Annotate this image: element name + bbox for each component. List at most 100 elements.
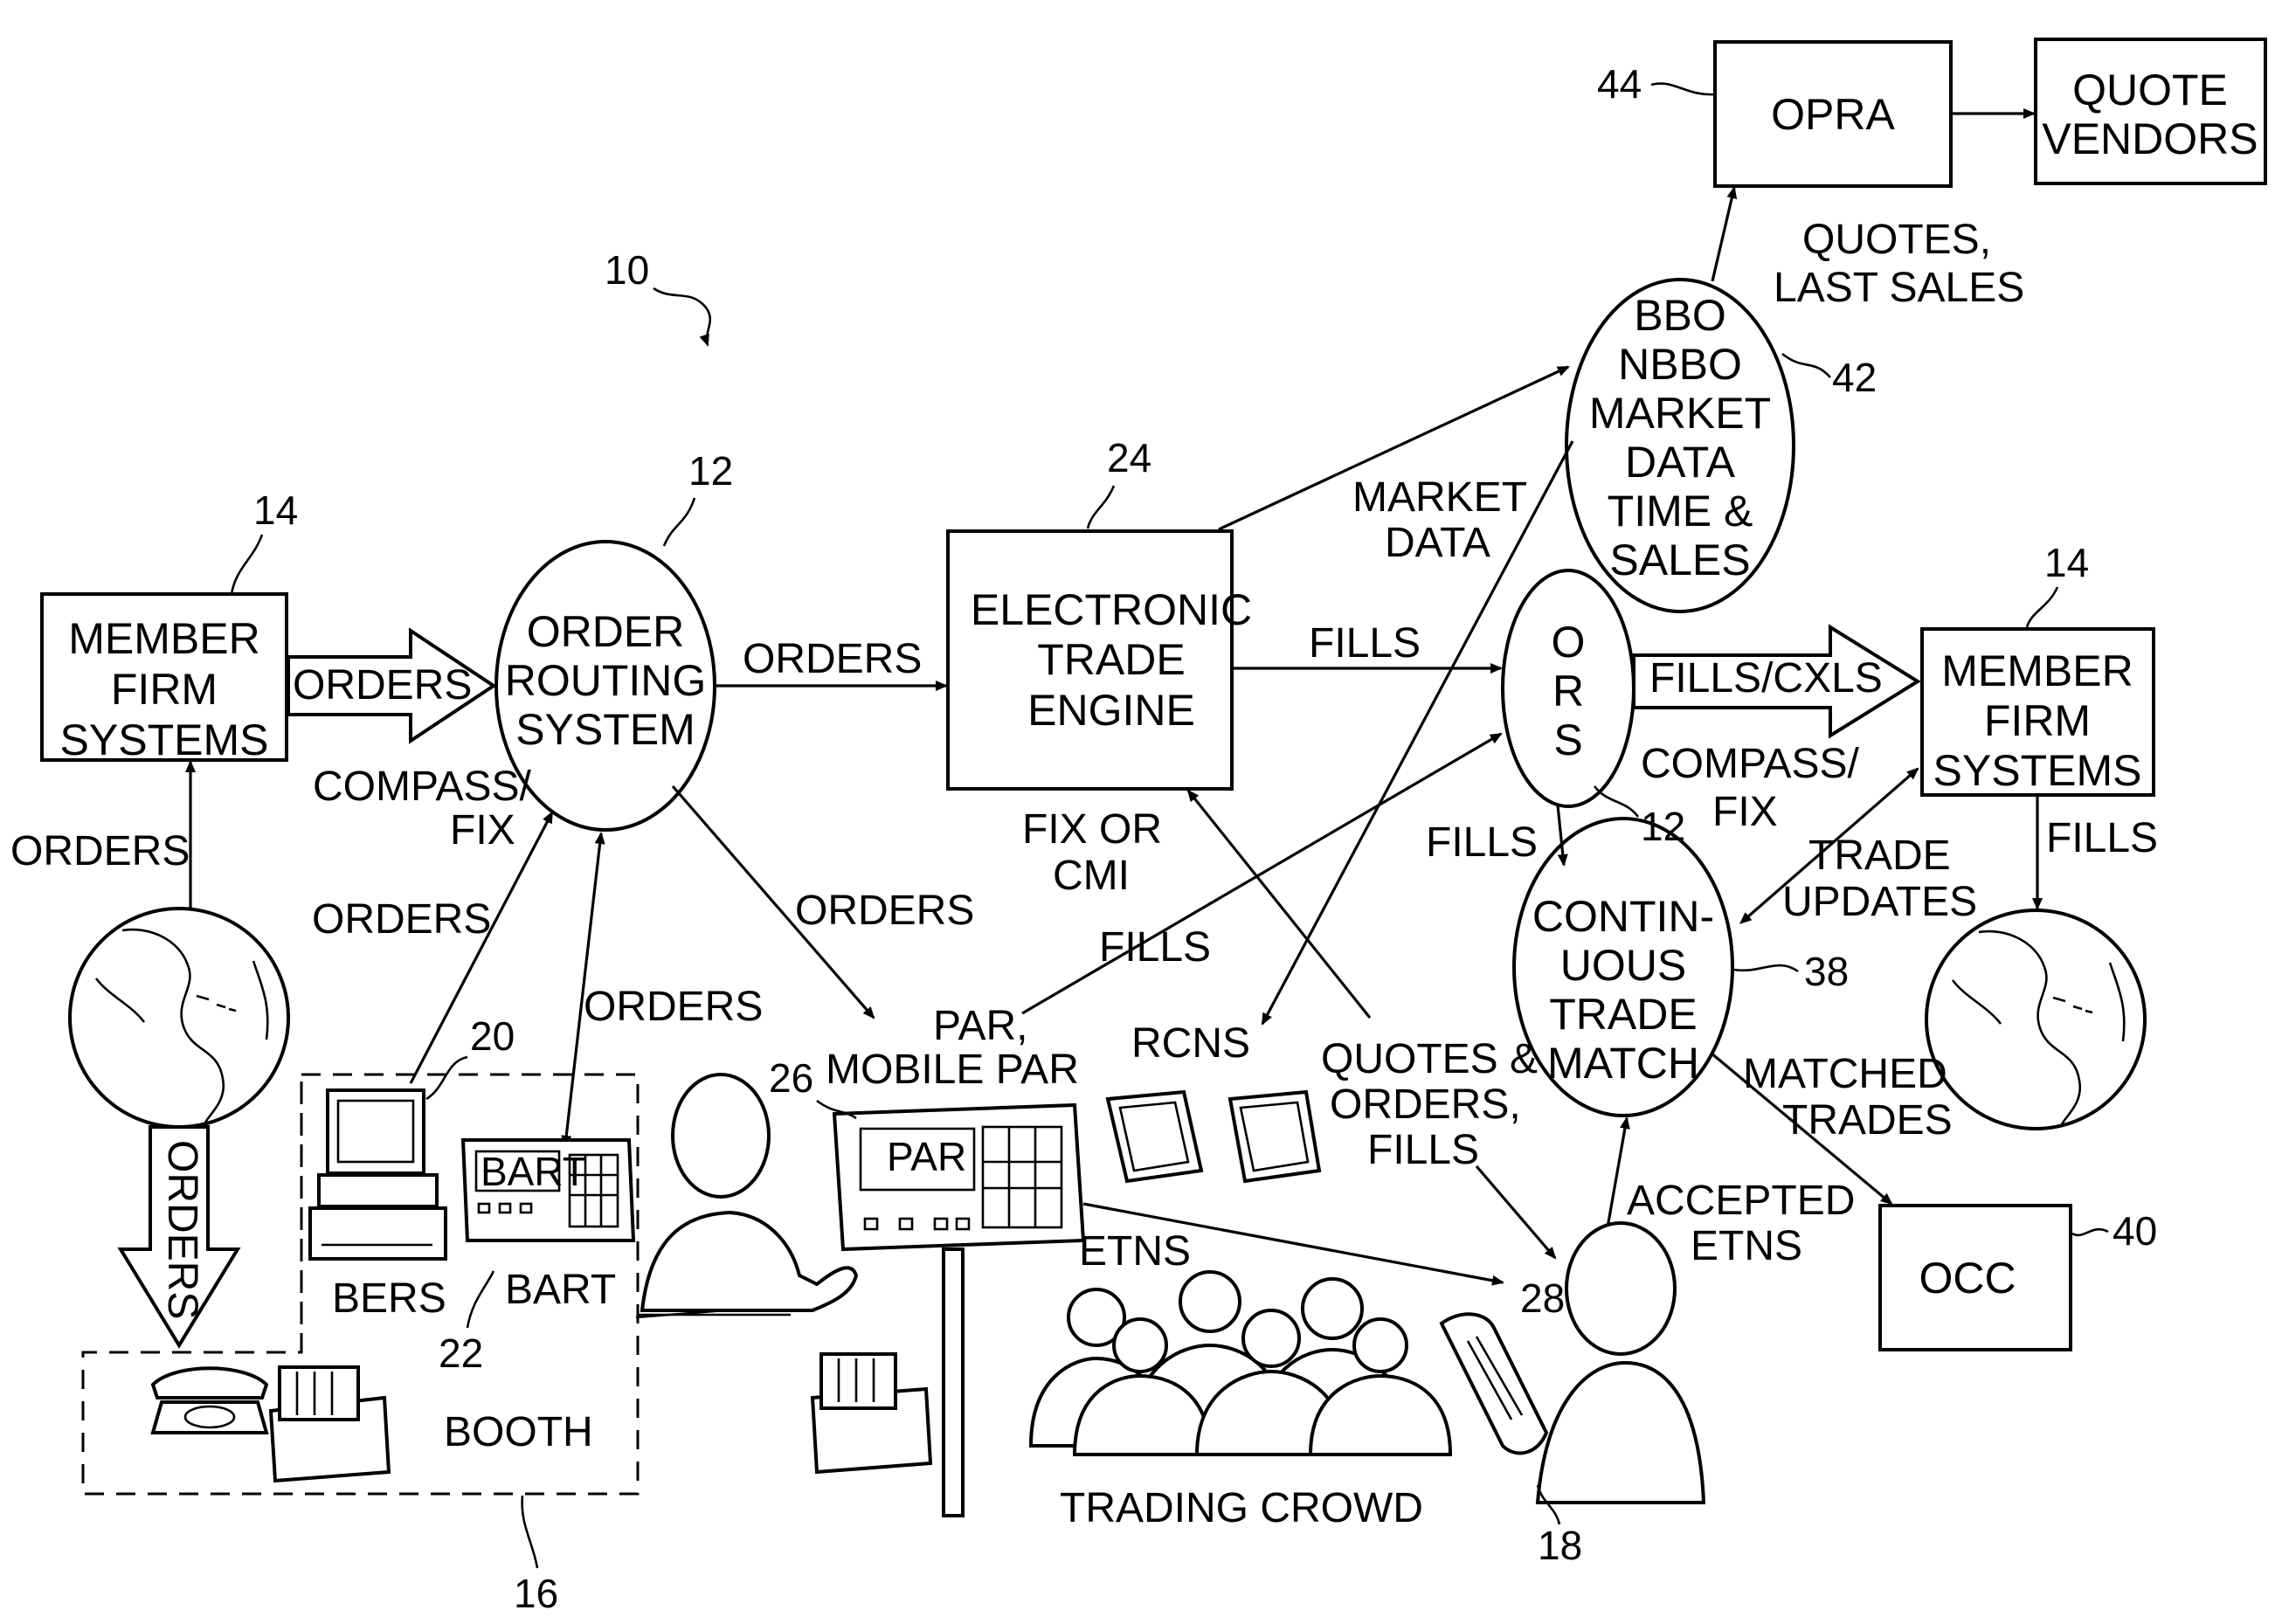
label-quotes-last-sales-1: QUOTES, (1802, 217, 1991, 263)
ref-18: 18 (1538, 1523, 1582, 1568)
ref-40: 40 (2113, 1208, 2157, 1254)
label-par-mobile-par-2: MOBILE PAR (826, 1047, 1079, 1093)
label-fills-par: FILLS (1099, 924, 1211, 971)
label-par-mobile-par-1: PAR, (933, 1003, 1027, 1049)
trader-person-icon (1442, 1223, 1704, 1503)
continuous-trade-match: CONTIN- UOUS TRADE MATCH (1514, 819, 1732, 1116)
globe-right-icon (1926, 910, 2145, 1129)
ref-16: 16 (514, 1571, 558, 1616)
label-fix-or-cmi-2: CMI (1053, 853, 1130, 899)
ref-22: 22 (439, 1330, 483, 1376)
label-fix-or-cmi-1: FIX OR (1022, 806, 1162, 853)
label-quotes-orders-fills-2: ORDERS, (1330, 1082, 1521, 1128)
ref-44: 44 (1597, 61, 1642, 107)
ref-14-right: 14 (2044, 540, 2089, 585)
label-trade-updates-1: TRADE (1808, 833, 1951, 879)
label-accepted-etns-2: ETNS (1691, 1223, 1802, 1269)
ref-12-small: 12 (1641, 804, 1685, 849)
label-fills-ors-ctm: FILLS (1426, 819, 1538, 866)
label-orders-to-par: ORDERS (795, 888, 974, 934)
ref-20: 20 (470, 1013, 515, 1059)
rcns-monitor-icon (1108, 1092, 1319, 1181)
label-orders-bart: ORDERS (584, 984, 763, 1030)
trading-crowd-icon (1031, 1272, 1450, 1455)
member-right-line-3: SYSTEMS (1933, 746, 2142, 795)
ete-line-1: ELECTRONIC (971, 585, 1252, 634)
member-left-line-3: SYSTEMS (60, 715, 269, 764)
label-compass-fix-right-2: FIX (1712, 789, 1778, 835)
label-compass-fix-left-2: FIX (450, 807, 515, 853)
ref-42: 42 (1832, 355, 1877, 400)
label-fills-right: FILLS (2046, 815, 2158, 861)
label-orders-globe-down: ORDERS (159, 1140, 205, 1319)
label-matched-trades-2: TRADES (1782, 1097, 1953, 1144)
label-trading-crowd: TRADING CROWD (1060, 1485, 1423, 1531)
opra-box: OPRA (1715, 42, 1951, 186)
member-right-line-1: MEMBER (1941, 646, 2133, 695)
ors-small-r: R (1552, 667, 1584, 715)
globe-left-icon (70, 909, 288, 1127)
ctm-line-1: CONTIN- (1532, 892, 1714, 941)
label-fills-cxls: FILLS/CXLS (1649, 655, 1883, 701)
ref-10: 10 (605, 247, 649, 293)
member-left-line-1: MEMBER (68, 614, 259, 663)
label-trade-updates-2: UPDATES (1782, 879, 1977, 925)
label-orders-to-ete: ORDERS (743, 636, 922, 682)
ors-small-o: O (1552, 618, 1586, 667)
label-fills-ete: FILLS (1309, 620, 1421, 667)
ref-12-main: 12 (688, 448, 733, 494)
ref-14-left: 14 (253, 487, 298, 533)
quote-vendors-line-1: QUOTE (2072, 66, 2228, 114)
ors-small: O R S (1503, 570, 1634, 806)
ctm-line-2: UOUS (1560, 941, 1686, 990)
booth-printer-icon (271, 1367, 389, 1481)
label-quotes-orders-fills-1: QUOTES & (1321, 1036, 1538, 1082)
ref-28: 28 (1520, 1275, 1565, 1321)
ctm-line-4: MATCH (1547, 1039, 1699, 1088)
label-bers: BERS (332, 1275, 446, 1322)
bart-terminal-icon: BART (463, 1140, 633, 1240)
label-orders-bers: ORDERS (312, 896, 491, 943)
opra-label: OPRA (1771, 90, 1895, 139)
label-quotes-orders-fills-3: FILLS (1367, 1127, 1479, 1173)
label-quotes-last-sales-2: LAST SALES (1774, 265, 2024, 311)
occ-label: OCC (1919, 1254, 2016, 1303)
bbo-line-6: SALES (1609, 536, 1750, 584)
ref-26: 26 (769, 1055, 813, 1101)
label-booth: BOOTH (444, 1409, 593, 1455)
label-orders-to-ors: ORDERS (293, 662, 472, 708)
label-orders-globe-up: ORDERS (10, 828, 190, 874)
label-compass-fix-left-1: COMPASS/ (313, 764, 531, 810)
bbo-line-5: TIME & (1608, 487, 1753, 536)
bbo-line-3: MARKET (1589, 389, 1771, 438)
quote-vendors-box: QUOTE VENDORS (2036, 39, 2265, 183)
label-rcns: RCNS (1131, 1020, 1250, 1067)
member-left-line-2: FIRM (111, 665, 218, 714)
member-right-line-2: FIRM (1984, 696, 2091, 745)
member-firm-systems-left: MEMBER FIRM SYSTEMS (42, 594, 287, 764)
member-firm-systems-right: MEMBER FIRM SYSTEMS (1922, 629, 2154, 795)
label-bart: BART (505, 1267, 616, 1313)
bbo-line-1: BBO (1634, 291, 1726, 340)
label-market-data-2: DATA (1385, 520, 1490, 566)
ors-small-s: S (1553, 715, 1582, 764)
occ-box: OCC (1880, 1206, 2071, 1350)
label-accepted-etns-1: ACCEPTED (1627, 1178, 1855, 1224)
bbo-line-2: NBBO (1618, 340, 1742, 389)
telephone-icon (153, 1368, 266, 1433)
electronic-trade-engine: ELECTRONIC TRADE ENGINE (948, 531, 1252, 789)
par-printer-icon (813, 1354, 930, 1472)
bbo-market-data: BBO NBBO MARKET DATA TIME & SALES (1566, 280, 1794, 612)
label-market-data-1: MARKET (1352, 474, 1527, 521)
par-operator-person-icon (638, 1075, 856, 1315)
ete-line-2: TRADE (1037, 635, 1185, 684)
ors-line-1: ORDER (527, 607, 685, 656)
label-matched-trades-1: MATCHED (1743, 1051, 1947, 1097)
ete-line-3: ENGINE (1027, 686, 1195, 735)
par-screen-label: PAR (887, 1134, 966, 1179)
bbo-line-4: DATA (1625, 438, 1736, 487)
ref-24: 24 (1107, 435, 1151, 480)
quote-vendors-line-2: VENDORS (2042, 114, 2258, 163)
label-compass-fix-right-1: COMPASS/ (1641, 741, 1859, 787)
